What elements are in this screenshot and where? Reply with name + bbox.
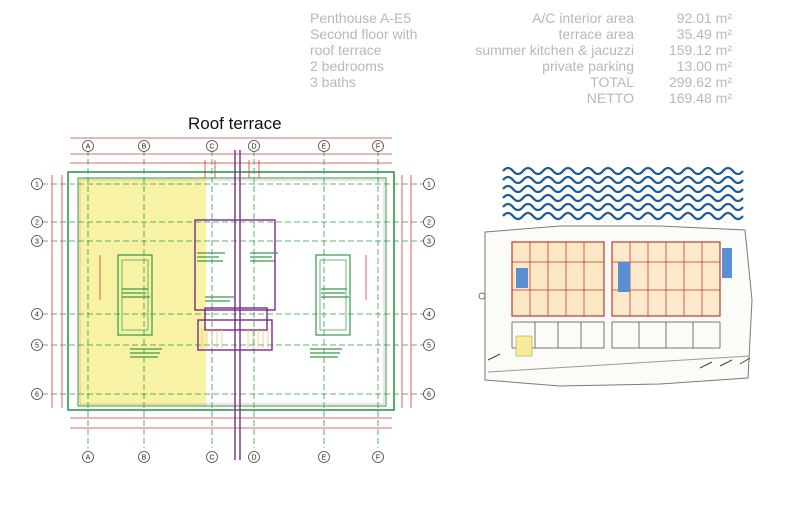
- plan-outer-wall: [67, 171, 395, 411]
- plan-parapet: [79, 179, 385, 405]
- grid-bubble-col-top: A: [82, 140, 94, 152]
- grid-bubble-row-right: 6: [423, 388, 435, 400]
- grid-bubble-col-bottom: C: [206, 451, 218, 463]
- wave-line: [502, 211, 744, 221]
- svg-text:3: 3: [35, 239, 39, 246]
- site-hatching: [487, 353, 751, 369]
- svg-text:D: D: [251, 455, 256, 462]
- grid-bubbles: A A B B C C D D E E F F 1 1 2 2 3 3 4 4 5 5 6 6: [31, 140, 435, 463]
- parking-highlight: [515, 335, 533, 357]
- svg-text:A: A: [86, 144, 91, 151]
- svg-text:2: 2: [35, 220, 39, 227]
- wave-line: [502, 166, 744, 176]
- svg-text:F: F: [376, 144, 380, 151]
- roof-units: [117, 254, 351, 336]
- svg-text:F: F: [376, 455, 380, 462]
- plan-title: Roof terrace: [188, 114, 282, 133]
- svg-text:1: 1: [35, 182, 39, 189]
- sea-waves-icon: [502, 166, 744, 221]
- dimension-lines: [51, 137, 412, 429]
- grid-bubble-col-bottom: A: [82, 451, 94, 463]
- property-feature: roof terrace: [310, 42, 382, 58]
- grid-bubble-row-left: 6: [31, 388, 43, 400]
- svg-text:B: B: [142, 455, 147, 462]
- grid-bubble-col-bottom: D: [248, 451, 260, 463]
- grid-bubble-row-right: 2: [423, 216, 435, 228]
- parking-bays: [511, 321, 721, 349]
- plan-annotations: [122, 252, 349, 358]
- wave-line: [502, 193, 744, 203]
- svg-text:3: 3: [427, 239, 431, 246]
- svg-text:E: E: [322, 144, 327, 151]
- svg-text:D: D: [251, 144, 256, 151]
- pool-left: [516, 268, 528, 288]
- grid-bubble-col-bottom: B: [138, 451, 150, 463]
- grid-bubble-row-right: 4: [423, 308, 435, 320]
- svg-text:4: 4: [35, 312, 39, 319]
- site-marker: [478, 292, 486, 300]
- grid-bubble-col-top: E: [318, 140, 330, 152]
- svg-text:C: C: [209, 144, 214, 151]
- grid-bubble-row-left: 3: [31, 235, 43, 247]
- svg-text:A: A: [86, 455, 91, 462]
- grid-bubble-row-right: 5: [423, 339, 435, 351]
- property-floor: Second floor with: [310, 26, 418, 42]
- svg-text:C: C: [209, 455, 214, 462]
- site-road: [487, 355, 751, 373]
- svg-text:1: 1: [427, 182, 431, 189]
- svg-text:E: E: [322, 455, 327, 462]
- grid-bubble-row-left: 2: [31, 216, 43, 228]
- grid-bubble-col-top: F: [372, 140, 384, 152]
- terrace-fill-area: [78, 178, 206, 406]
- svg-text:6: 6: [427, 392, 431, 399]
- roof-terrace-plan: A A B B C C D D E E F F 1 1 2 2 3 3 4 4 5 5 6 6: [31, 137, 435, 463]
- svg-text:2: 2: [427, 220, 431, 227]
- grid-bubble-col-bottom: E: [318, 451, 330, 463]
- grid-bubble-row-left: 5: [31, 339, 43, 351]
- svg-text:4: 4: [427, 312, 431, 319]
- grid-bubble-row-left: 1: [31, 178, 43, 190]
- wave-line: [502, 202, 744, 212]
- grid-axes: [42, 150, 424, 448]
- pool-right: [618, 262, 630, 292]
- grid-bubble-col-top: B: [138, 140, 150, 152]
- plan-inner-wall: [77, 177, 387, 407]
- property-bedrooms: 2 bedrooms: [310, 58, 384, 74]
- site-plan: [478, 225, 753, 387]
- drainage-markers: [99, 255, 367, 300]
- pool-far-right: [722, 248, 732, 278]
- svg-text:5: 5: [427, 343, 431, 350]
- grid-bubble-row-left: 4: [31, 308, 43, 320]
- grid-bubble-col-top: C: [206, 140, 218, 152]
- property-name: Penthouse A-E5: [310, 10, 412, 26]
- wave-line: [502, 184, 744, 194]
- stair-steps: [201, 328, 269, 348]
- wave-line: [502, 175, 744, 185]
- grid-bubble-row-right: 3: [423, 235, 435, 247]
- grid-bubble-col-bottom: F: [372, 451, 384, 463]
- svg-text:6: 6: [35, 392, 39, 399]
- grid-bubble-col-top: D: [248, 140, 260, 152]
- svg-text:B: B: [142, 144, 147, 151]
- property-baths: 3 baths: [310, 74, 356, 90]
- svg-text:5: 5: [35, 343, 39, 350]
- grid-bubble-row-right: 1: [423, 178, 435, 190]
- stair-core: [194, 150, 276, 460]
- property-description: Penthouse A-E5 Second floor with roof te…: [310, 10, 470, 90]
